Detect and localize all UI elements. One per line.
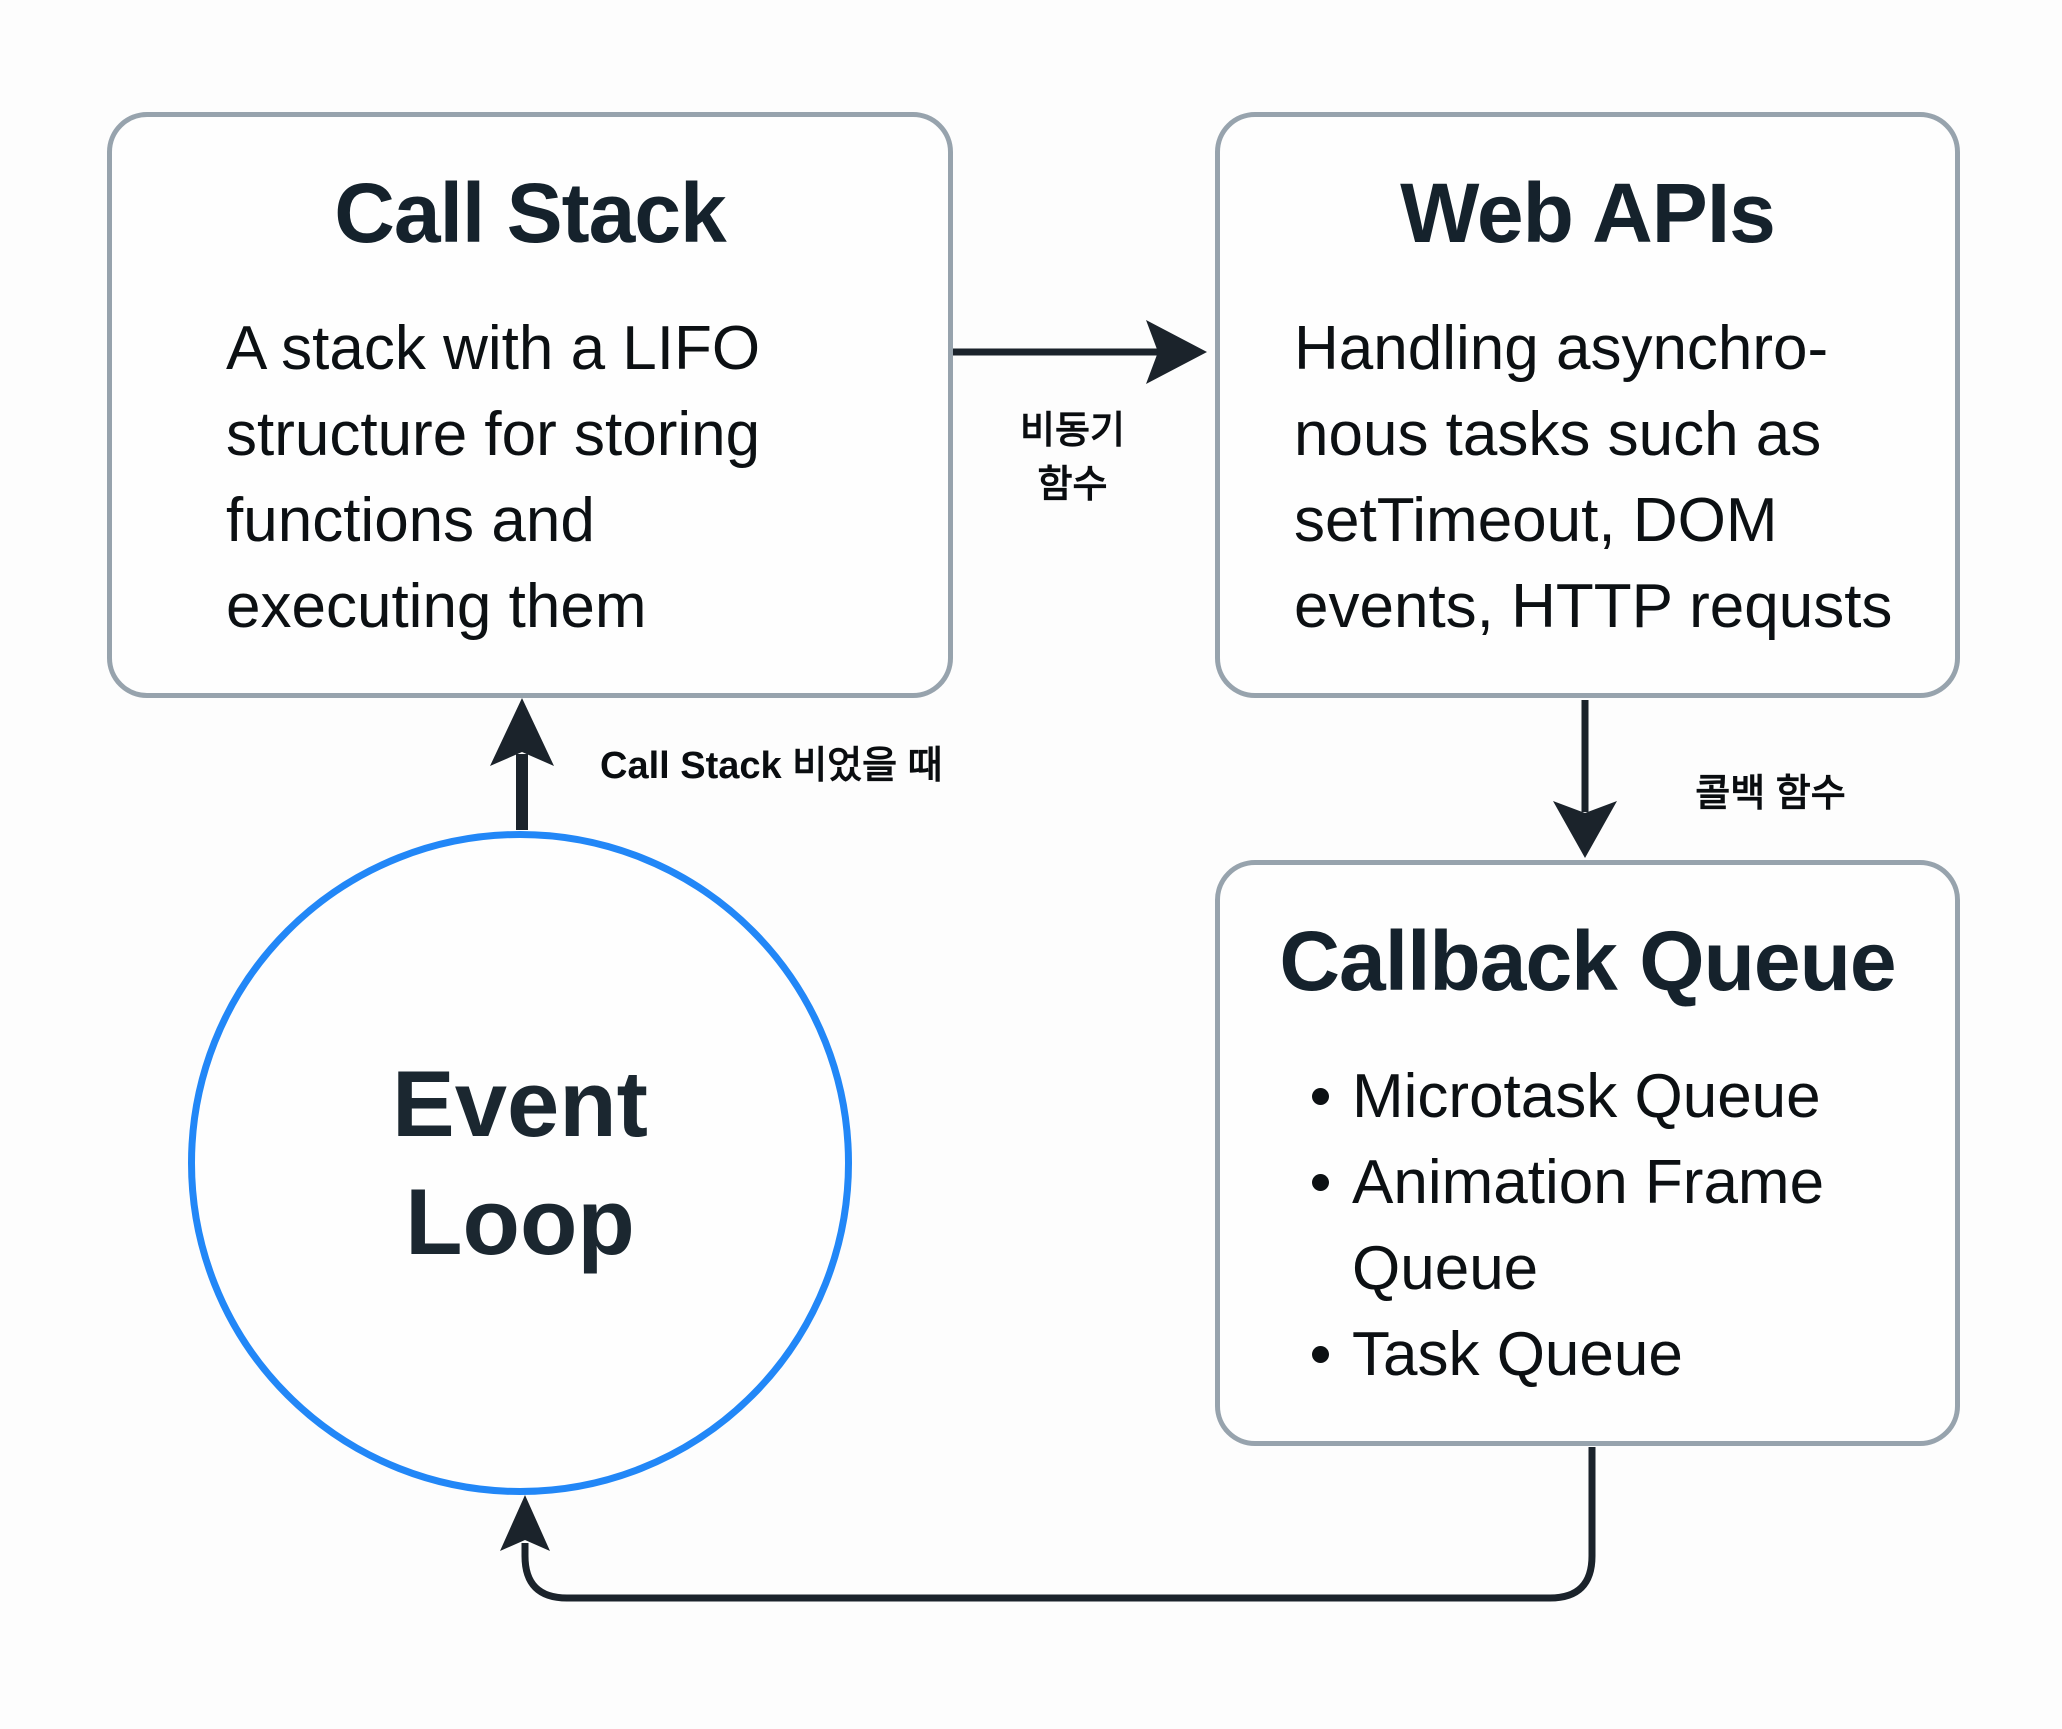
list-item-label: Animation Frame Queue bbox=[1352, 1148, 1825, 1303]
bullet-dot-icon bbox=[1312, 1346, 1329, 1363]
arrow-callstack-to-webapis bbox=[952, 320, 1207, 384]
list-item-task-queue: Task Queue bbox=[1306, 1312, 1915, 1398]
web-apis-description: Handling asynchro- nous tasks such as se… bbox=[1294, 314, 1893, 641]
list-item-animation-frame-queue: Animation Frame Queue bbox=[1306, 1140, 1915, 1312]
list-item-label: Task Queue bbox=[1352, 1320, 1683, 1389]
call-stack-box: Call Stack A stack with a LIFO structure… bbox=[107, 112, 953, 698]
call-stack-title: Call Stack bbox=[334, 166, 727, 260]
arrow-callbackqueue-to-eventloop bbox=[500, 1447, 1596, 1602]
label-when-call-stack-empty: Call Stack 비었을 때 bbox=[600, 745, 943, 787]
call-stack-description: A stack with a LIFO structure for storin… bbox=[226, 314, 761, 641]
callback-queue-list: Microtask Queue Animation Frame Queue Ta… bbox=[1306, 1054, 1915, 1398]
list-item-label: Microtask Queue bbox=[1352, 1062, 1821, 1131]
callback-queue-title: Callback Queue bbox=[1279, 914, 1896, 1008]
web-apis-box: Web APIs Handling asynchro- nous tasks s… bbox=[1215, 112, 1960, 698]
event-loop-label: Event Loop bbox=[392, 1051, 648, 1274]
arrow-webapis-to-callbackqueue bbox=[1553, 700, 1617, 858]
label-callback-function: 콜백 함수 bbox=[1695, 773, 1846, 815]
bullet-dot-icon bbox=[1312, 1088, 1329, 1105]
arrow-eventloop-to-callstack bbox=[490, 698, 554, 830]
callback-queue-box: Callback Queue Microtask Queue Animation… bbox=[1215, 860, 1960, 1446]
list-item-microtask-queue: Microtask Queue bbox=[1306, 1054, 1915, 1140]
web-apis-title: Web APIs bbox=[1400, 166, 1776, 260]
event-loop-circle: Event Loop bbox=[188, 831, 852, 1495]
label-async-function: 비동기 함수 bbox=[1020, 410, 1125, 506]
bullet-dot-icon bbox=[1312, 1174, 1329, 1191]
